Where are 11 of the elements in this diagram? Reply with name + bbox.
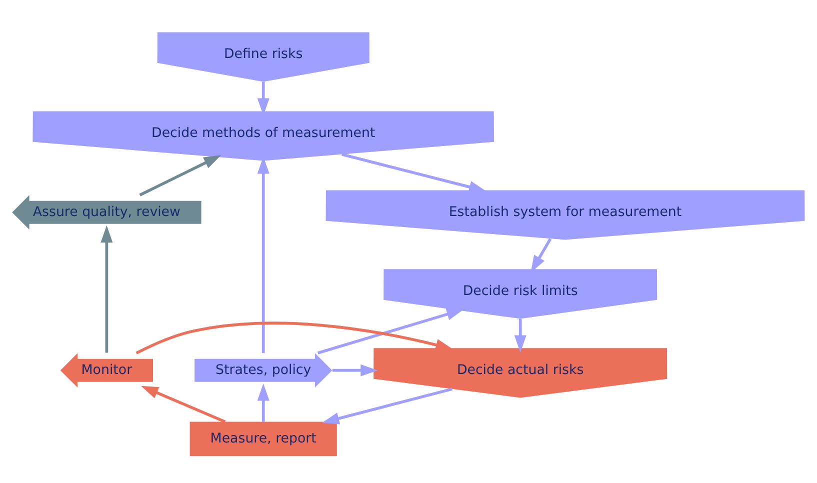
arrow bbox=[342, 153, 486, 193]
arrow bbox=[257, 383, 270, 422]
arrow bbox=[141, 386, 226, 424]
arrow bbox=[100, 225, 113, 353]
node-box: Measure, report bbox=[190, 422, 337, 456]
arrow bbox=[136, 322, 453, 354]
arrow bbox=[139, 155, 222, 196]
arrow bbox=[317, 308, 464, 354]
arrow bbox=[332, 364, 378, 376]
arrow bbox=[514, 318, 526, 352]
arrow bbox=[322, 388, 453, 424]
